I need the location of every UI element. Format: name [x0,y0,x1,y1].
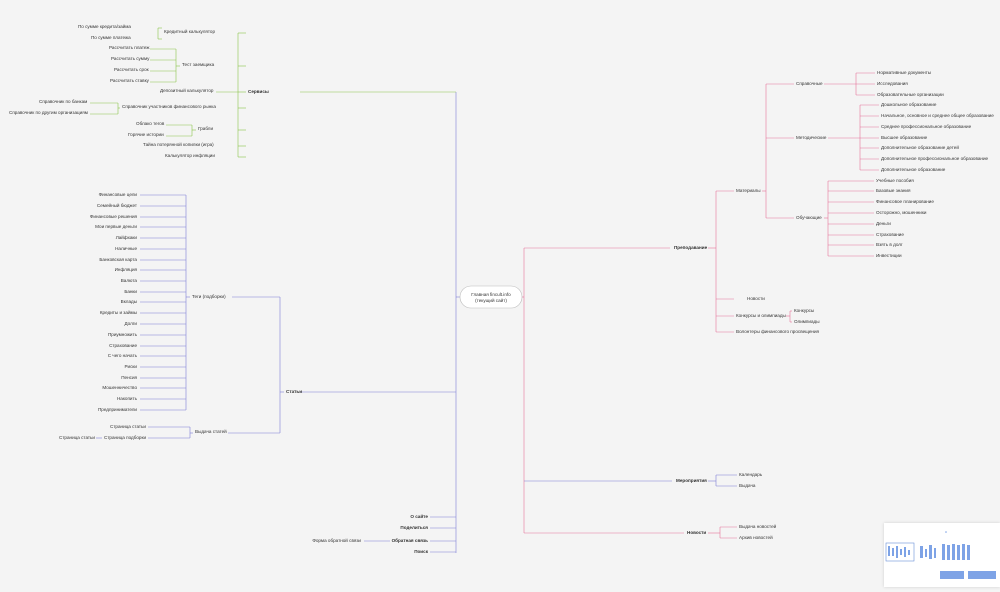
node-method-item[interactable]: Начальное, основное и среднее общее обра… [881,113,994,118]
tag-item[interactable]: Долги [124,321,137,326]
node-ref-item[interactable]: Нормативные документы [877,70,931,75]
node-article-page[interactable]: Страница статьи [110,424,146,429]
node-reference[interactable]: Справочные [796,81,823,86]
tag-item[interactable]: Страхование [109,343,137,348]
node-market-registry[interactable]: Справочник участников финансового рынка [122,104,216,109]
node-calc-rate[interactable]: Рассчитать ставку [110,78,150,83]
tag-item[interactable]: Мошенничество [102,385,137,390]
tag-item[interactable]: Мои первые деньги [95,224,137,229]
tag-item[interactable]: Семейный бюджет [97,202,138,208]
node-ref-item[interactable]: Образовательные организации [877,92,944,97]
minimap-thumbnails [888,544,996,579]
tag-item[interactable]: Банки [124,289,137,294]
node-method-item[interactable]: Дополнительное образование [881,167,946,172]
tag-item[interactable]: Кредиты и займы [100,309,137,315]
node-calendar[interactable]: Календарь [739,472,763,477]
node-calc-sum[interactable]: Рассчитать сумму [111,56,150,61]
node-inflation-calculator[interactable]: Калькулятор инфляции [165,153,215,158]
minimap-dot [945,531,947,533]
node-method-item[interactable]: Дошкольное образование [881,102,937,107]
node-learn-item[interactable]: Осторожно, мошенники [876,210,927,215]
connector-lines [90,27,879,553]
node-mistakes[interactable]: Грабли [198,126,213,131]
node-contests[interactable]: Конкурсы и олимпиады [736,313,786,318]
tag-item[interactable]: Лайфхаки [116,234,138,240]
node-learn-item[interactable]: Базовые знания [876,188,911,193]
tag-item[interactable]: Накопить [117,396,138,401]
node-calc-payment[interactable]: Рассчитать платеж [109,45,150,50]
node-deposit-calculator[interactable]: Депозитный калькулятор [160,87,214,93]
node-method-item[interactable]: Среднее профессиональное образование [881,124,972,129]
node-learn-item[interactable]: Взять в долг [876,242,903,247]
node-learn-item[interactable]: Учебные пособия [876,178,914,183]
node-volunteers[interactable]: Волонтеры финансового просвещения [736,329,820,334]
node-credit-calculator[interactable]: Кредитный калькулятор [164,28,215,34]
tag-item[interactable]: Риски [124,364,137,369]
node-registry-other[interactable]: Справочник по другим организациям [9,110,88,115]
minimap-viewport [885,542,915,562]
node-events[interactable]: Мероприятия [676,478,707,483]
tag-item[interactable]: Валюта [121,278,138,283]
node-credit-by-payment[interactable]: По сумме платежа [91,35,131,40]
tag-item[interactable]: Наличные [115,246,137,251]
root-node[interactable]: Главная fincult.info (текущий сайт) [459,285,523,309]
node-articles[interactable]: Статьи [286,389,302,394]
node-method-item[interactable]: Дополнительное образование детей [881,144,959,150]
tag-item[interactable]: Банковская карта [99,257,137,262]
root-node-subtitle: (текущий сайт) [475,297,507,303]
node-news[interactable]: Новости [687,530,706,535]
node-news-output[interactable]: Выдача новостей [739,523,777,529]
node-method-item[interactable]: Высшее образование [881,135,928,140]
node-teaching-news[interactable]: Новости [747,296,765,301]
node-olympiad-item[interactable]: Олимпиады [794,319,820,324]
node-teaching[interactable]: Преподавание [674,245,708,250]
tag-item[interactable]: Приумножить [108,332,138,337]
node-tag-cloud[interactable]: Облако тегов [136,121,165,126]
node-feedback[interactable]: Обратная связь [392,537,429,543]
tag-item[interactable]: Финансовые цели [99,192,138,197]
node-events-output[interactable]: Выдача [739,483,756,488]
node-about[interactable]: О сайте [410,513,428,519]
node-learn-item[interactable]: Деньги [876,221,891,226]
node-share[interactable]: Поделиться [400,525,428,530]
tag-item[interactable]: Пенсия [121,375,137,380]
node-methodical[interactable]: Методические [796,135,827,140]
minimap[interactable] [884,523,1000,587]
node-collection-article-page[interactable]: Страница статьи [59,435,95,440]
tag-item[interactable]: С чего начать [108,353,138,358]
node-learn-item[interactable]: Инвестиции [876,253,902,258]
node-services[interactable]: Сервисы [248,89,269,94]
minimap-preview [885,531,996,579]
node-materials[interactable]: Материалы [736,188,761,193]
tag-item[interactable]: Вклады [121,299,137,304]
node-calc-term[interactable]: Рассчитать срок [114,67,150,72]
node-collection-page[interactable]: Страница подборки [104,435,146,440]
root-node-bubble [459,285,523,309]
node-ref-item[interactable]: Исследования [877,81,908,86]
node-credit-by-loan[interactable]: По сумме кредита/займа [78,23,131,29]
node-learning[interactable]: Обучающие [796,215,822,220]
node-borrower-test[interactable]: Тест заемщика [182,62,215,67]
tag-item[interactable]: Финансовые решения [90,214,138,219]
node-feedback-form[interactable]: Форма обратной связи [312,537,361,543]
root-node-title: Главная fincult.info [471,292,511,297]
node-learn-item[interactable]: Страхование [876,232,904,237]
node-contest-item[interactable]: Конкурсы [794,308,814,313]
tag-list: Финансовые цели Семейный бюджет Финансов… [90,192,138,412]
node-article-output[interactable]: Выдача статей [195,428,227,434]
tag-item[interactable]: Предприниматели [98,407,137,412]
node-news-archive[interactable]: Архив новостей [739,534,773,540]
node-learn-item[interactable]: Финансовое планирование [876,199,934,204]
tag-item[interactable]: Инфляция [115,267,138,272]
node-registry-banks[interactable]: Справочник по банкам [39,99,87,104]
node-hot-stories[interactable]: Горячие истории [128,132,164,137]
node-quest-game[interactable]: Тайна потерянной копилки (игра) [143,141,214,147]
node-method-item[interactable]: Дополнительное профессиональное образова… [881,156,989,161]
node-search[interactable]: Поиск [414,549,428,554]
node-tags[interactable]: Теги (подборки) [192,294,226,299]
